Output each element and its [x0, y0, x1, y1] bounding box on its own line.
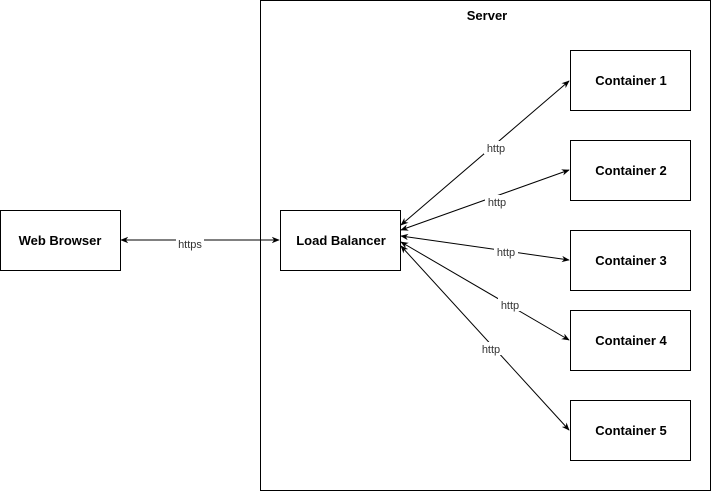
edge-label-http-3: http — [497, 247, 515, 259]
server-title: Server — [467, 8, 507, 23]
edge-labels: https http http http http http — [176, 141, 522, 356]
edge-label-http-5: http — [482, 344, 500, 356]
load-balancer-label: Load Balancer — [296, 233, 386, 248]
node-container-4[interactable]: Container 4 — [570, 310, 691, 371]
edge-label-http-2: http — [488, 197, 506, 209]
node-web-browser[interactable]: Web Browser — [0, 210, 121, 271]
edge-lb-container-5 — [400, 245, 570, 431]
node-container-3[interactable]: Container 3 — [570, 230, 691, 291]
container-3-label: Container 3 — [595, 253, 667, 268]
edge-label-http-1: http — [487, 143, 505, 155]
container-4-label: Container 4 — [595, 333, 667, 348]
container-2-label: Container 2 — [595, 163, 667, 178]
node-container-5[interactable]: Container 5 — [570, 400, 691, 461]
edges — [120, 80, 570, 431]
container-5-label: Container 5 — [595, 423, 667, 438]
web-browser-label: Web Browser — [19, 233, 102, 248]
container-1-label: Container 1 — [595, 73, 667, 88]
edge-label-http-4: http — [501, 300, 519, 312]
edge-label-https: https — [178, 239, 202, 251]
node-load-balancer[interactable]: Load Balancer — [280, 210, 401, 271]
node-container-1[interactable]: Container 1 — [570, 50, 691, 111]
node-container-2[interactable]: Container 2 — [570, 140, 691, 201]
